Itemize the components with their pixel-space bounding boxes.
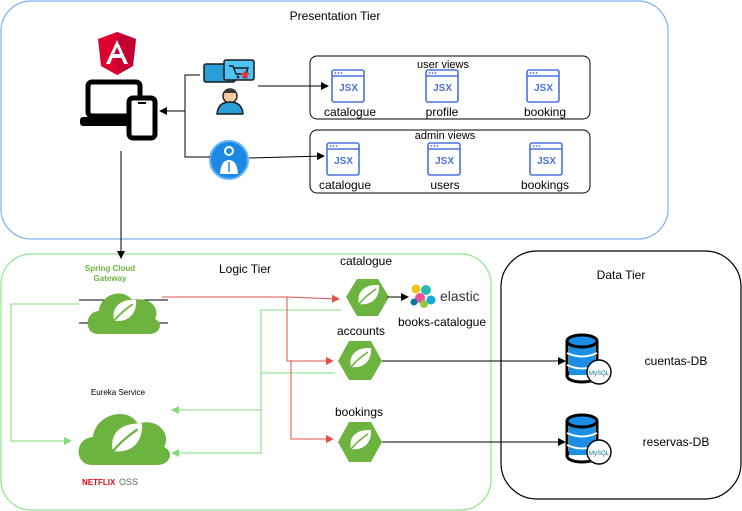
admin-view-label: bookings [521, 178, 569, 192]
connector-gateway-to-eureka [10, 303, 79, 445]
svg-text:JSX: JSX [534, 83, 553, 94]
elastic-logo-icon [410, 284, 436, 308]
accounts-service-icon [338, 341, 382, 380]
svg-text:JSX: JSX [435, 156, 454, 167]
cuentas-db-label: cuentas-DB [645, 354, 708, 368]
svg-text:JSX: JSX [433, 83, 452, 94]
reservas-db-icon: MySQL [565, 413, 612, 465]
user-view-label: catalogue [324, 105, 376, 119]
user-views-group [309, 55, 591, 120]
svg-text:MySQL: MySQL [589, 371, 610, 377]
jsx-component-icon: JSX [427, 142, 461, 176]
presentation-tier-box [0, 0, 669, 240]
admin-view-label: catalogue [319, 178, 371, 192]
connector-admin-to-admin-views [248, 152, 325, 161]
data-tier-box [500, 250, 742, 500]
jsx-component-icon: JSX [529, 142, 563, 176]
connector-user-to-devices [159, 74, 200, 115]
oss-logo: OSS [119, 477, 138, 487]
netflix-logo: NETFLIX [82, 478, 116, 487]
admin-view-label: users [430, 178, 459, 192]
connector-devices-to-admin [184, 111, 210, 158]
svg-text:JSX: JSX [537, 156, 556, 167]
eureka-service-icon [78, 413, 171, 465]
admin-views-group [309, 129, 591, 194]
eureka-title: Eureka Service [91, 388, 146, 397]
cuentas-db-icon: MySQL [565, 333, 612, 385]
connector-gateway-to-accounts [286, 297, 334, 365]
user-views-title: user views [417, 59, 469, 71]
logic-tier-title: Logic Tier [219, 262, 271, 276]
svg-text:MySQL: MySQL [589, 451, 610, 457]
angular-logo-icon [98, 32, 136, 75]
reservas-db-label: reservas-DB [643, 435, 710, 449]
service-label-accounts: accounts [337, 324, 385, 338]
service-label-bookings: bookings [335, 405, 383, 419]
catalogue-service-icon [346, 279, 389, 316]
elastic-index-label: books-catalogue [398, 315, 486, 329]
devices-icon [80, 79, 158, 141]
data-tier-title: Data Tier [597, 268, 646, 282]
admin-views-title: admin views [415, 130, 476, 142]
user-view-label: profile [426, 105, 459, 119]
bookings-service-icon [338, 422, 382, 462]
user-shopping-icon [203, 59, 255, 115]
gateway-title-line1: Spring Cloud [85, 264, 135, 273]
svg-text:JSX: JSX [334, 156, 353, 167]
jsx-component-icon: JSX [331, 69, 365, 103]
service-label-catalogue: catalogue [340, 254, 392, 268]
connector-gateway-to-bookings [287, 360, 334, 443]
logic-tier-box [0, 253, 492, 511]
admin-icon [209, 140, 249, 180]
user-view-label: booking [524, 105, 566, 119]
connector-services-register-eureka [171, 309, 341, 457]
spring-cloud-gateway-icon [79, 293, 168, 334]
jsx-component-icon: JSX [526, 69, 560, 103]
connector-gateway-to-catalogue [162, 294, 340, 303]
elastic-logo-text: elastic [440, 288, 480, 304]
jsx-component-icon: JSX [326, 142, 360, 176]
presentation-tier-title: Presentation Tier [290, 9, 381, 23]
svg-text:JSX: JSX [339, 83, 358, 94]
jsx-component-icon: JSX [425, 69, 459, 103]
gateway-title-line2: Gateway [94, 274, 127, 283]
